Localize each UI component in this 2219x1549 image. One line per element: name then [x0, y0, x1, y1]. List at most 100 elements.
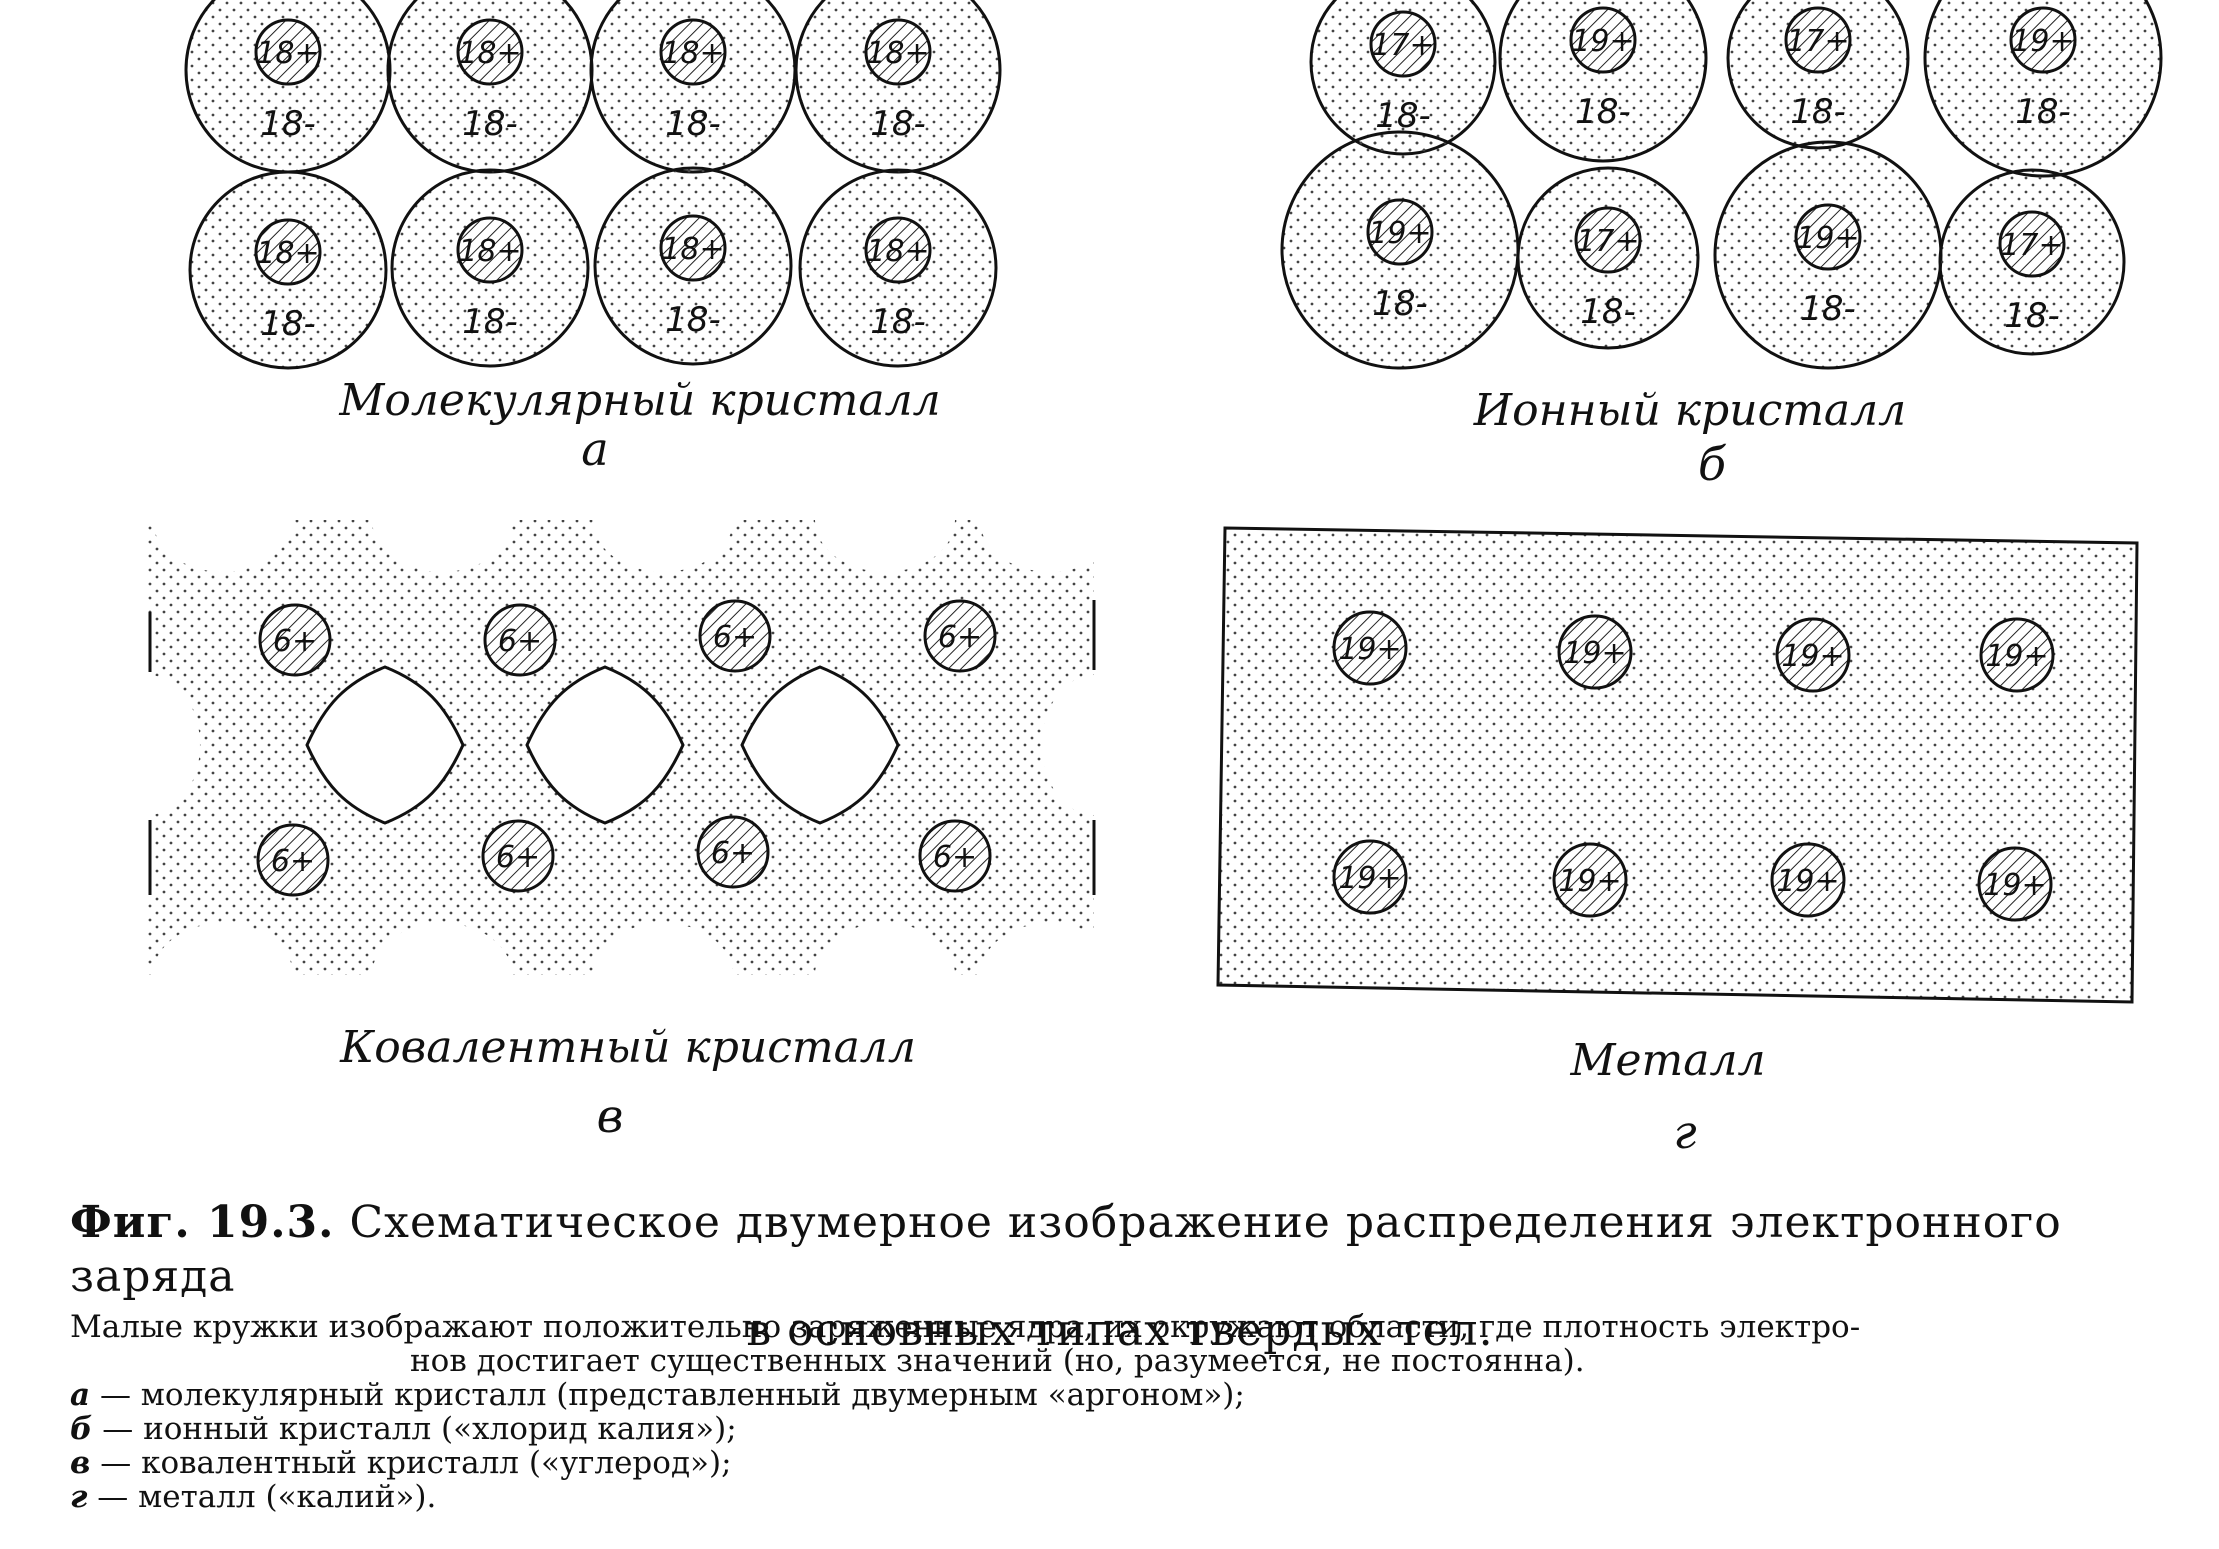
- nucleus-core: [1574, 206, 1642, 274]
- nucleus-core: [1977, 846, 2053, 922]
- caption-item-text: — ковалентный кристалл («углерод»);: [90, 1445, 732, 1481]
- nucleus-core: [1332, 839, 1408, 915]
- nucleus-core: [256, 823, 330, 897]
- shell-charge-label: 18-: [1375, 96, 1431, 136]
- nucleus-charge-label: 17+: [2000, 228, 2063, 263]
- nucleus-core: [1979, 617, 2055, 693]
- nucleus-charge-label: 17+: [1786, 24, 1849, 59]
- nucleus-core: [1552, 842, 1628, 918]
- nucleus-core: [1775, 617, 1851, 693]
- covalent-void: [740, 665, 900, 825]
- shell-charge-label: 18-: [665, 104, 721, 144]
- nucleus-charge-label: 18+: [256, 236, 319, 271]
- caption-item-text: — металл («калий»).: [87, 1479, 437, 1515]
- panel-a-title: Молекулярный кристалл: [338, 375, 940, 426]
- edge-notch: [153, 923, 293, 1027]
- caption-item-key: в: [70, 1445, 91, 1481]
- nucleus-core: [254, 18, 322, 86]
- caption-item-b: б — ионный кристалл («хлорид калия»);: [70, 1412, 2200, 1446]
- nucleus-charge-label: 18+: [458, 36, 521, 71]
- nucleus-charge-label: 6+: [498, 624, 542, 659]
- nucleus-core: [659, 214, 727, 282]
- panel-a-letter: а: [581, 422, 608, 476]
- nucleus-charge-label: 6+: [938, 620, 982, 655]
- nucleus-core: [1366, 198, 1434, 266]
- nucleus-charge-label: 6+: [713, 620, 757, 655]
- panel-d-letter: г: [1673, 1105, 1696, 1159]
- caption-item-d: г — металл («калий»).: [70, 1480, 2200, 1514]
- panel-b-letter: б: [1698, 437, 1727, 491]
- nucleus-charge-label: 6+: [273, 624, 317, 659]
- shell-charge-label: 18-: [870, 104, 926, 144]
- caption-item-key: г: [70, 1479, 88, 1515]
- panel-molecular-crystal: 18+ 18- 18+ 18- 18+ 18- 18+ 18- 18+ 18- 18+ 18- 18+ 1…: [184, 0, 1002, 370]
- nucleus-charge-label: 19+: [1985, 639, 2048, 674]
- caption-title-line-1: Схематическое двумерное изображение расп…: [70, 1197, 2062, 1302]
- nucleus-charge-label: 17+: [1576, 224, 1639, 259]
- nucleus-charge-label: 19+: [1563, 636, 1626, 671]
- nucleus-charge-label: 6+: [933, 840, 977, 875]
- figure-number: Фиг. 19.3.: [70, 1197, 335, 1248]
- nucleus-core: [1784, 6, 1852, 74]
- caption-item-text: — ионный кристалл («хлорид калия»);: [92, 1411, 737, 1447]
- shell-charge-label: 18-: [1372, 284, 1428, 324]
- panel-c-title: Ковалентный кристалл: [339, 1022, 916, 1073]
- nucleus-charge-label: 19+: [1781, 639, 1844, 674]
- nucleus-charge-label: 6+: [711, 836, 755, 871]
- nucleus-charge-label: 18+: [661, 232, 724, 267]
- covalent-void: [525, 665, 685, 825]
- nucleus-charge-label: 18+: [256, 36, 319, 71]
- nucleus-charge-label: 18+: [458, 234, 521, 269]
- shell-charge-label: 18-: [2015, 92, 2071, 132]
- panel-metal: 19+19+19+19+19+19+19+19+: [1216, 526, 2139, 1004]
- nucleus-core: [864, 216, 932, 284]
- caption-item-a: а — молекулярный кристалл (представленны…: [70, 1378, 2200, 1412]
- nucleus-charge-label: 19+: [1338, 632, 1401, 667]
- nucleus-core: [483, 603, 557, 677]
- nucleus-core: [456, 216, 524, 284]
- shell-charge-label: 18-: [462, 104, 518, 144]
- shell-charge-label: 18-: [1790, 92, 1846, 132]
- nucleus-core: [659, 18, 727, 86]
- edge-notch: [593, 468, 733, 572]
- nucleus-core: [1770, 842, 1846, 918]
- nucleus-core: [1569, 6, 1637, 74]
- nucleus-core: [918, 819, 992, 893]
- nucleus-charge-label: 19+: [1776, 864, 1839, 899]
- nucleus-core: [696, 815, 770, 889]
- shell-charge-label: 18-: [462, 302, 518, 342]
- panel-c-letter: в: [597, 1089, 624, 1143]
- panel-covalent-crystal: 6+6+6+6+6+6+6+6+: [96, 468, 1146, 1027]
- nucleus-core: [1369, 10, 1437, 78]
- covalent-network-outline: [148, 600, 1096, 895]
- shell-charge-label: 18-: [1580, 292, 1636, 332]
- edge-notch: [372, 923, 512, 1027]
- edge-notch: [593, 923, 733, 1027]
- nucleus-core: [258, 603, 332, 677]
- nucleus-charge-label: 6+: [271, 844, 315, 879]
- nucleus-charge-label: 18+: [866, 36, 929, 71]
- nucleus-core: [1557, 614, 1633, 690]
- edge-notch: [980, 923, 1120, 1027]
- shell-charge-label: 18-: [2004, 296, 2060, 336]
- shell-charge-label: 18-: [1575, 92, 1631, 132]
- nucleus-charge-label: 19+: [1338, 861, 1401, 896]
- shell-charge-label: 18-: [260, 104, 316, 144]
- edge-notch: [1042, 675, 1146, 815]
- atom-electron-shell: [1498, 0, 1708, 163]
- nucleus-charge-label: 19+: [1571, 24, 1634, 59]
- nucleus-core: [923, 599, 997, 673]
- nucleus-charge-label: 19+: [1796, 221, 1859, 256]
- covalent-void: [305, 665, 465, 825]
- figure-caption-title: Фиг. 19.3. Схематическое двумерное изобр…: [70, 1196, 2170, 1358]
- nucleus-core: [698, 599, 772, 673]
- shell-charge-label: 18-: [665, 300, 721, 340]
- nucleus-core: [1794, 203, 1862, 271]
- nucleus-charge-label: 18+: [866, 234, 929, 269]
- caption-item-key: б: [70, 1411, 93, 1447]
- nucleus-charge-label: 18+: [661, 36, 724, 71]
- caption-title-line-2: в основных типах твердых тел.: [746, 1305, 1494, 1356]
- shell-charge-label: 18-: [260, 304, 316, 344]
- edge-notch: [153, 468, 293, 572]
